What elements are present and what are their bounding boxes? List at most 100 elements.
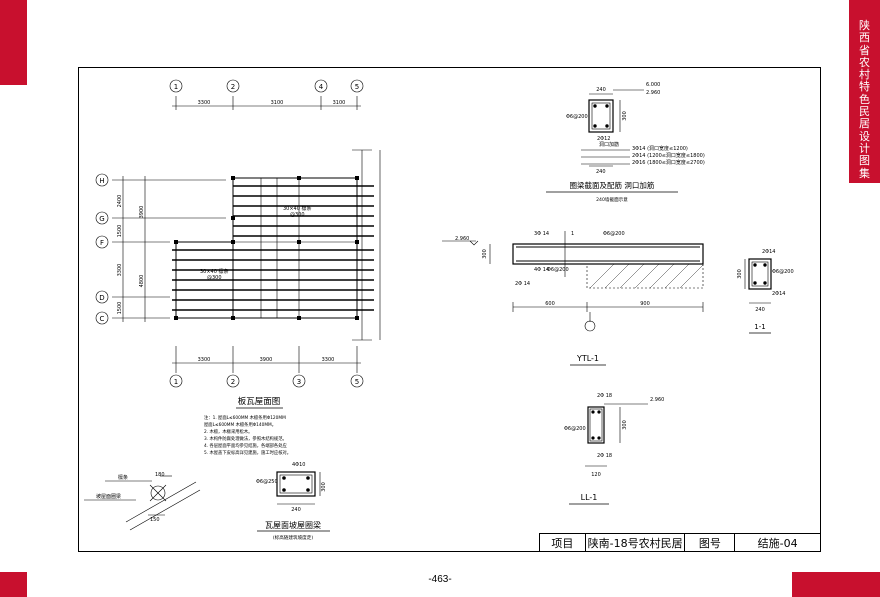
roof-plan xyxy=(95,79,381,388)
ll-stirrup: Φ6@200 xyxy=(564,426,586,432)
purlin-tag-2-line1: 30×40 檩条 xyxy=(200,268,229,275)
grid-bottom-5: 5 xyxy=(355,378,359,386)
ring-beam-subtitle: 240墙截面示意 xyxy=(596,196,628,203)
ring-beam-rebar-1: 3Φ14 (洞口宽度≤1200) xyxy=(632,145,688,152)
dim-top-a: 3300 xyxy=(198,100,211,106)
ll-height: 300 xyxy=(622,420,628,430)
slope-beam-height: 300 xyxy=(321,482,327,492)
page-number: -463- xyxy=(428,574,452,585)
dim-top-c: 3100 xyxy=(333,100,346,106)
ytl-1-beam xyxy=(442,231,704,332)
ll-bottom: 2Φ 18 xyxy=(597,453,612,459)
ytl-bottom: 2Φ 14 xyxy=(515,281,530,287)
side-title-band: 陕西省农村特色民居设计图集 xyxy=(849,0,880,183)
slope-beam-subtitle: (标高随建筑坡度走) xyxy=(273,534,314,541)
ll-elev: 2.960 xyxy=(650,397,664,403)
grid-bottom-2: 2 xyxy=(231,378,235,386)
ring-beam-bottom-note: 洞口加筋 xyxy=(599,141,619,148)
ytl-title: YTL-1 xyxy=(576,354,599,363)
grid-top-4: 4 xyxy=(319,83,324,91)
dim-150: 150 xyxy=(150,517,160,523)
ll-title: LL-1 xyxy=(581,493,598,502)
dim-top-b: 3100 xyxy=(271,100,284,106)
section-11-stirrup: Φ6@200 xyxy=(772,269,794,275)
ll-1-section xyxy=(585,403,648,467)
dim-bottom-c: 3300 xyxy=(322,357,335,363)
ll-width: 120 xyxy=(591,472,601,478)
bottom-left-bar xyxy=(0,572,27,597)
slope-beam-stirrup: Φ6@250 xyxy=(256,479,278,485)
dim-180: 180 xyxy=(155,472,165,478)
grid-left-g: G xyxy=(99,215,104,223)
grid-left-c: C xyxy=(100,315,105,323)
ring-beam-rebar-3: 2Φ16 (1800≤洞口宽度≤2700) xyxy=(632,159,705,166)
ytl-span-right: 900 xyxy=(640,301,650,307)
ll-top: 2Φ 18 xyxy=(597,393,612,399)
section-11-height: 300 xyxy=(737,269,743,279)
note-line-5: 4. 各层屋面平面均参见结施，各端部各处应 xyxy=(204,442,288,449)
ring-beam-bottom-label: 2Φ12 xyxy=(597,136,610,142)
ytl-left-1: 4Φ 14 xyxy=(534,267,549,273)
corner-decoration-top-left xyxy=(0,0,27,85)
note-line-1: 注：1. 屋面L≤600MM 木檩条用Φ120MM xyxy=(204,414,286,421)
label-slope-beam: 坡屋面圈梁 xyxy=(96,493,121,500)
slope-beam-title: 瓦屋面坡屋圈梁 xyxy=(265,520,321,530)
dim-left-a: 2400 xyxy=(117,195,123,208)
dim-left-inner-b: 4800 xyxy=(139,275,145,288)
grid-top-2: 2 xyxy=(231,83,235,91)
grid-bottom-3: 3 xyxy=(297,378,301,386)
note-line-2: 屋面L≤600MM 木檩条用Φ140MM。 xyxy=(204,421,276,428)
ring-beam-elev-sub: 2.960 xyxy=(646,90,660,96)
ring-beam-elev-top: 6.000 xyxy=(646,82,660,88)
ytl-section-mark: 1 xyxy=(571,231,574,237)
note-line-6: 5. 木屋盖下皮标高详见建施，施工时应核对。 xyxy=(204,449,291,456)
purlin-detail xyxy=(84,475,201,531)
slope-beam-section xyxy=(276,471,321,505)
dim-left-b: 1500 xyxy=(117,225,123,238)
title-block: 项目 陕南-18号农村民居 图号 结施-04 xyxy=(539,533,821,552)
drawing-value: 结施-04 xyxy=(735,534,821,552)
ring-beam-section xyxy=(581,89,644,167)
section-11-top: 2Φ14 xyxy=(762,249,775,255)
grid-left-d: D xyxy=(99,294,104,302)
project-value: 陕南-18号农村民居 xyxy=(586,534,686,552)
ring-beam-width: 240 xyxy=(596,169,606,175)
ytl-top-2: Φ6@200 xyxy=(603,231,625,237)
ring-beam-title: 圈梁截面及配筋 洞口加筋 xyxy=(570,180,655,190)
side-title: 陕西省农村特色民居设计图集 xyxy=(859,19,870,180)
slope-beam-top-rebar: 4Φ10 xyxy=(292,462,305,468)
dim-bottom-b: 3900 xyxy=(260,357,273,363)
grid-top-5: 5 xyxy=(355,83,359,91)
ring-beam-stirrup: Φ6@200 xyxy=(566,114,588,120)
drawing-label: 图号 xyxy=(685,534,736,552)
section-11-bottom: 2Φ14 xyxy=(772,291,785,297)
grid-left-h: H xyxy=(99,177,104,185)
section-11-width: 240 xyxy=(755,307,765,313)
ring-beam-height: 300 xyxy=(622,111,628,121)
ring-beam-rebar-2: 2Φ14 (1200≤洞口宽度≤1800) xyxy=(632,152,705,159)
bottom-right-bar xyxy=(792,572,880,597)
ring-beam-top-dim: 240 xyxy=(596,87,606,93)
dim-left-inner-a: 3900 xyxy=(139,206,145,219)
notes-block: 注：1. 屋面L≤600MM 木檩条用Φ120MM 屋面L≤600MM 木檩条用… xyxy=(204,414,291,456)
grid-top-1: 1 xyxy=(174,83,178,91)
note-line-4: 3. 木构件防腐处理做法，参照木结构规范。 xyxy=(204,435,287,442)
dim-left-d: 1500 xyxy=(117,302,123,315)
ytl-top-1: 3Φ 14 xyxy=(534,231,549,237)
purlin-tag-1-line1: 30×40 檩条 xyxy=(283,205,312,212)
ytl-left-2: Φ6@200 xyxy=(547,267,569,273)
dim-left-c: 3300 xyxy=(117,264,123,277)
ytl-span-left: 600 xyxy=(545,301,555,307)
purlin-tag-1-line2: @300 xyxy=(290,212,305,218)
ytl-height: 300 xyxy=(482,249,488,259)
section-1-1 xyxy=(744,258,772,304)
plan-title: 板瓦屋面图 xyxy=(238,396,281,407)
grid-left-f: F xyxy=(100,239,104,247)
label-purlin: 檩条 xyxy=(118,474,128,481)
project-label: 项目 xyxy=(540,534,586,552)
section-11-title: 1-1 xyxy=(754,323,765,331)
grid-bottom-1: 1 xyxy=(174,378,178,386)
ytl-elev: 2.960 xyxy=(455,236,469,242)
note-line-3: 2. 木檩，木椽采用松木。 xyxy=(204,428,252,435)
